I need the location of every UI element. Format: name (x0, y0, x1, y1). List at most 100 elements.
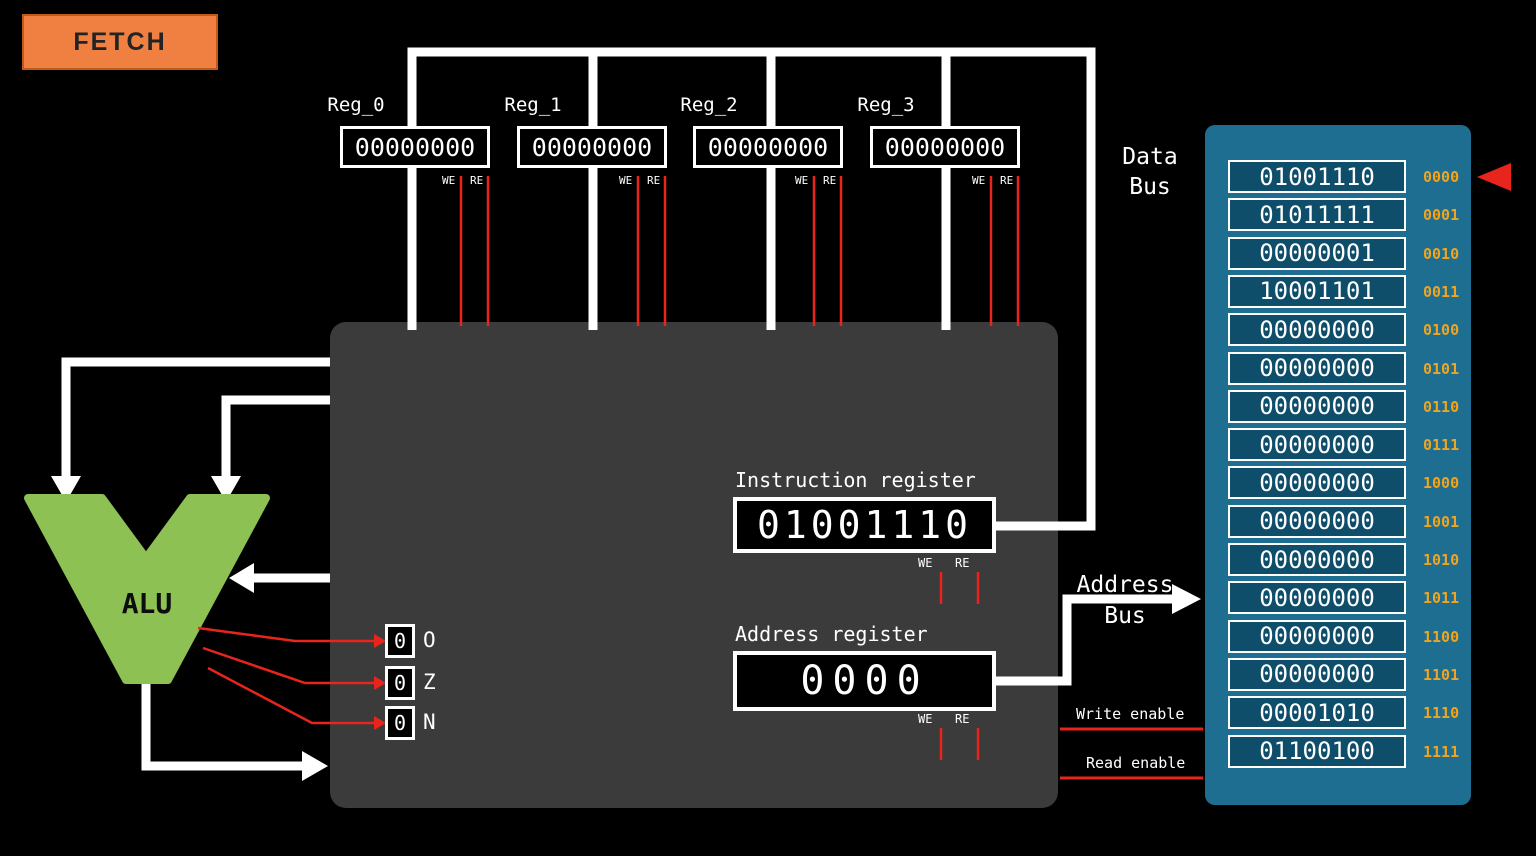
memory-cell: 00000000 (1228, 619, 1406, 653)
memory-cell: 00000000 (1228, 466, 1406, 500)
alu-operand-b-wire (221, 395, 330, 478)
memory-cell: 01001110 (1228, 160, 1406, 193)
register-name: Reg_0 (327, 94, 385, 116)
memory-cell: 01011111 (1228, 198, 1406, 232)
negative-arrowhead-icon (374, 716, 386, 730)
alu-result-arrowhead-icon (302, 751, 328, 781)
memory-cell-value: 01011111 (1259, 200, 1375, 229)
memory-cell: 00000001 (1228, 236, 1406, 270)
memory-cell-address: 1011 (1423, 589, 1460, 608)
read-enable-label: Read enable (1086, 754, 1186, 772)
register-re-label: RE (823, 174, 837, 187)
register-value-box: 00000000 (870, 126, 1020, 168)
memory-cell-address: 1101 (1423, 665, 1460, 684)
zero-signal-line (202, 646, 374, 685)
write-enable-label: Write enable (1076, 705, 1185, 723)
address-register-box: 0000 (733, 651, 996, 711)
alu-operand-a-arrowhead-icon (51, 476, 81, 502)
memory-cell-value: 00000000 (1259, 430, 1375, 459)
memory-row: 00000000 1101 (1205, 657, 1471, 691)
register-re-label: RE (470, 174, 484, 187)
memory-cell-address: 1111 (1423, 742, 1460, 761)
register-re-label: RE (647, 174, 661, 187)
alu-flag: 0 O (385, 624, 455, 658)
register-we-label: WE (619, 174, 633, 187)
memory-cell-value: 01100100 (1259, 737, 1375, 765)
alu-flag: 0 N (385, 706, 455, 740)
overflow-arrowhead-icon (374, 634, 386, 648)
memory-row: 00000000 0100 (1205, 313, 1471, 347)
register-value-box: 00000000 (340, 126, 490, 168)
memory-row: 00000001 0010 (1205, 236, 1471, 270)
memory-cell-value: 00000001 (1259, 239, 1375, 268)
instruction-register-box: 01001110 (733, 497, 996, 553)
alu-shape (24, 494, 270, 684)
alu-flag: 0 Z (385, 666, 455, 700)
address-register-label: Address register (735, 622, 928, 646)
memory-cell-value: 00000000 (1259, 354, 1375, 382)
memory-cell: 10001101 (1228, 274, 1406, 308)
memory-cell-value: 00000000 (1259, 468, 1375, 497)
memory-cell-value: 00001010 (1259, 698, 1375, 727)
flag-value-box: 0 (385, 624, 415, 658)
memory-cell-address: 1100 (1423, 627, 1460, 646)
memory-cell: 00000000 (1228, 504, 1406, 538)
memory-cell-address: 0111 (1423, 436, 1460, 455)
cpu-body (330, 322, 1058, 808)
memory-row: 01011111 0001 (1205, 198, 1471, 232)
register-value-box: 00000000 (517, 126, 667, 168)
flag-letter: N (423, 710, 436, 734)
ar-control-lines (939, 728, 980, 760)
memory-cell-address: 0000 (1423, 168, 1460, 186)
register: Reg_3 00000000 WE RE (857, 94, 1020, 204)
memory-block: 01001110 0000 01011111 0001 00000001 001… (1205, 125, 1471, 805)
address-register-we-label: WE (918, 712, 933, 726)
memory-cell-value: 00000000 (1259, 660, 1375, 689)
register-we-label: WE (795, 174, 809, 187)
memory-cell: 00000000 (1228, 657, 1406, 691)
register-we-label: WE (442, 174, 456, 187)
address-bus-label: Address Bus (1076, 572, 1174, 629)
memory-pointer-icon (1477, 162, 1511, 191)
register-name: Reg_3 (857, 94, 915, 116)
memory-cell: 00000000 (1228, 351, 1406, 385)
instruction-register-re-label: RE (955, 556, 970, 570)
memory-cell-address: 1001 (1423, 512, 1460, 531)
address-bus-arrowhead-icon (1172, 584, 1201, 614)
memory-cell-value: 00000000 (1259, 315, 1375, 344)
memory-cell-address: 1010 (1423, 551, 1460, 569)
instruction-register-label: Instruction register (735, 468, 976, 492)
negative-signal-line (207, 666, 374, 725)
memory-cell-address: 1000 (1423, 474, 1460, 493)
address-register-value: 0000 (800, 658, 929, 704)
flag-value-box: 0 (385, 706, 415, 740)
flag-letter: O (423, 628, 436, 652)
memory-cell: 00000000 (1228, 581, 1406, 615)
alu-control-arrowhead-icon (229, 563, 254, 593)
memory-cell-value: 01001110 (1259, 162, 1375, 191)
memory-cell: 00000000 (1228, 428, 1406, 462)
memory-cell-address: 0110 (1423, 397, 1460, 416)
ir-control-lines (939, 572, 980, 604)
memory-row: 10001101 0011 (1205, 274, 1471, 308)
register-value: 00000000 (531, 132, 653, 162)
memory-cell-value: 00000000 (1259, 507, 1375, 536)
register: Reg_2 00000000 WE RE (680, 94, 843, 204)
memory-cell-value: 10001101 (1259, 277, 1375, 306)
memory-cell: 01100100 (1228, 734, 1406, 768)
memory-row: 00000000 1000 (1205, 466, 1471, 500)
register: Reg_0 00000000 WE RE (327, 94, 490, 204)
memory-row: 00001010 1110 (1205, 696, 1471, 730)
memory-row: 00000000 0111 (1205, 428, 1471, 462)
memory-cell-address: 1110 (1423, 704, 1460, 723)
register-re-label: RE (1000, 174, 1014, 187)
zero-arrowhead-icon (374, 676, 386, 690)
memory-row: 00000000 1010 (1205, 543, 1471, 576)
overflow-signal-line (197, 626, 374, 643)
register-value: 00000000 (884, 132, 1006, 162)
register-name: Reg_1 (504, 94, 562, 116)
memory-cell-address: 0100 (1423, 321, 1460, 340)
flag-value-box: 0 (385, 666, 415, 700)
